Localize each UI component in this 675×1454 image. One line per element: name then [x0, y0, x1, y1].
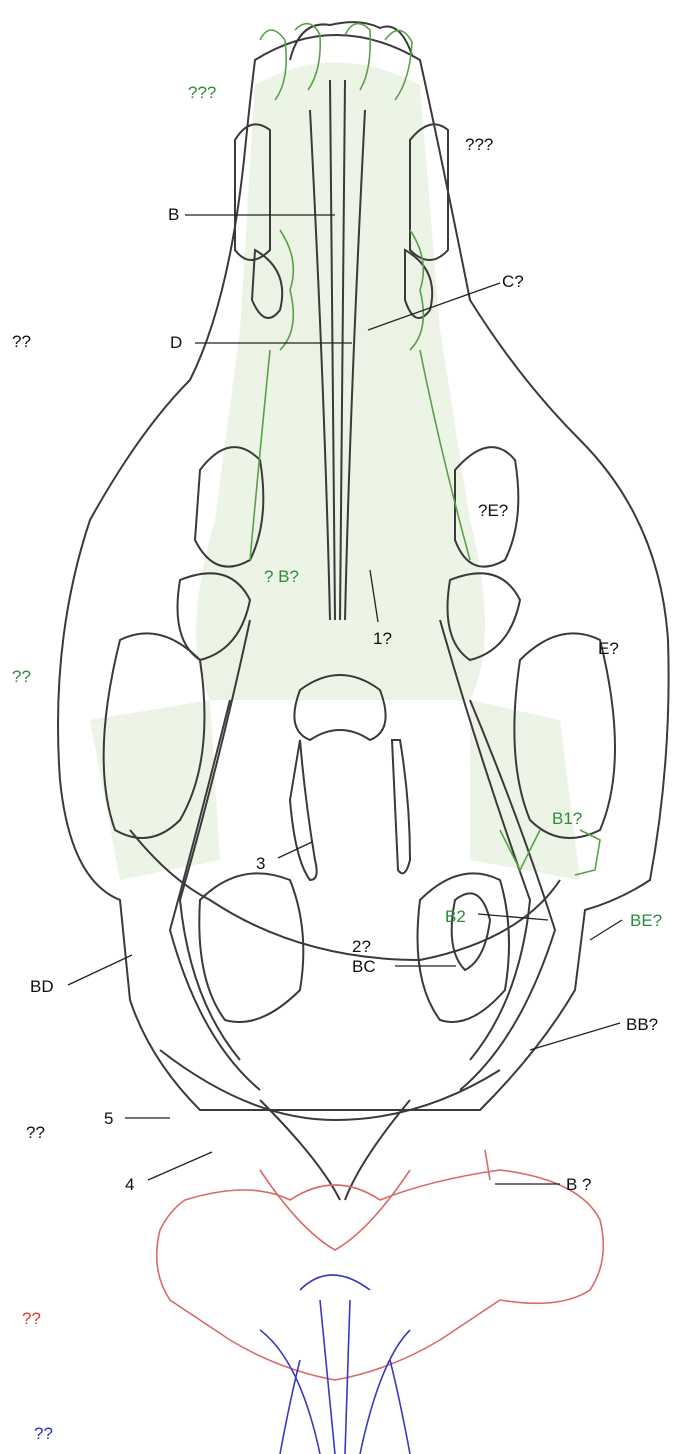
label-green-left: ??: [12, 668, 31, 685]
label-bd: BD: [30, 978, 54, 995]
label-one: 1?: [373, 630, 392, 647]
label-e-right: E?: [598, 640, 619, 657]
label-bb: BB?: [626, 1016, 658, 1033]
label-green-middle-e: ?E?: [478, 502, 508, 519]
label-blue-left: ??: [34, 1425, 53, 1442]
label-b-bottom: B ?: [566, 1176, 592, 1193]
blue-structures: [260, 1275, 410, 1454]
label-bc: BC: [352, 958, 376, 975]
label-b1: B1?: [552, 810, 582, 827]
label-four: 4: [125, 1176, 134, 1193]
label-green-top: ???: [188, 84, 216, 101]
label-be: BE?: [630, 912, 662, 929]
label-top-right: ???: [465, 136, 493, 153]
label-three: 3: [256, 855, 265, 872]
label-five: 5: [104, 1110, 113, 1127]
label-green-middle-b: ? B?: [264, 568, 299, 585]
label-two: 2?: [352, 938, 371, 955]
label-b-upper: B: [168, 206, 179, 223]
label-red-left: ??: [22, 1310, 41, 1327]
green-shaded-areas: [90, 63, 580, 881]
label-left-lower: ??: [26, 1124, 45, 1141]
label-left-upper: ??: [12, 333, 31, 350]
label-b2: B2: [445, 908, 466, 925]
label-d: D: [170, 334, 182, 351]
label-c: C?: [502, 273, 524, 290]
